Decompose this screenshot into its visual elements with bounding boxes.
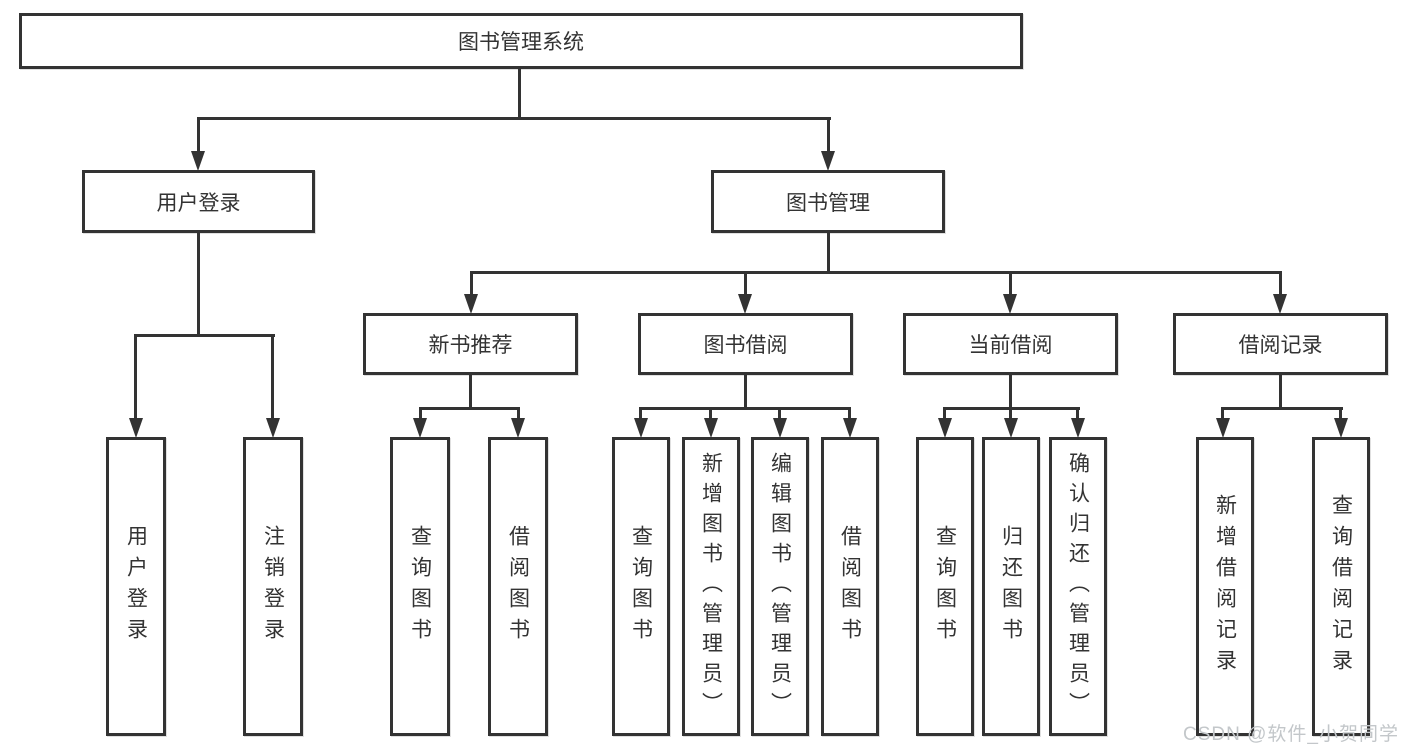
leaf-query-borrow-record: 查询借阅记录: [1312, 437, 1370, 736]
connector-line: [518, 69, 521, 118]
leaf-query-books-current: 查询图书: [916, 437, 974, 736]
arrow-down-icon: [704, 418, 718, 438]
node-root: 图书管理系统: [19, 13, 1023, 69]
leaf-confirm-return-admin: 确认归还（管理员）: [1049, 437, 1107, 736]
node-current-borrowing-label: 当前借阅: [968, 334, 1053, 357]
connector-line: [197, 233, 200, 337]
connector-line: [419, 407, 422, 420]
node-book-borrowing-label: 图书借阅: [703, 334, 788, 357]
arrow-down-icon: [464, 294, 478, 314]
connector-line: [470, 271, 1282, 274]
connector-line: [1076, 407, 1079, 420]
connector-line: [1222, 407, 1343, 410]
arrow-down-icon: [738, 294, 752, 314]
connector-line: [778, 407, 781, 420]
leaf-add-borrow-record: 新增借阅记录: [1196, 437, 1254, 736]
arrow-down-icon: [843, 418, 857, 438]
connector-line: [517, 407, 520, 420]
leaf-borrow-books-recommend: 借阅图书: [488, 437, 548, 736]
leaf-query-books-current-label: 查询图书: [933, 524, 957, 649]
leaf-query-books-borrowing: 查询图书: [612, 437, 670, 736]
connector-line: [134, 334, 275, 337]
connector-line: [827, 117, 830, 153]
leaf-logout-login: 注销登录: [243, 437, 303, 736]
node-user-login-label: 用户登录: [156, 191, 241, 215]
connector-line: [744, 271, 747, 297]
leaf-user-login-label: 用户登录: [124, 524, 148, 649]
leaf-confirm-return-admin-label: 确认归还（管理员）: [1066, 451, 1090, 722]
connector-line: [469, 374, 472, 410]
leaf-add-book-admin: 新增图书（管理员）: [682, 437, 740, 736]
connector-line: [639, 407, 642, 420]
connector-line: [827, 232, 830, 274]
leaf-borrow-books-borrowing: 借阅图书: [821, 437, 879, 736]
leaf-user-login: 用户登录: [106, 437, 166, 736]
connector-line: [848, 407, 851, 420]
leaf-query-books-borrowing-label: 查询图书: [629, 524, 653, 649]
arrow-down-icon: [1004, 418, 1018, 438]
leaf-query-books-recommend: 查询图书: [390, 437, 450, 736]
arrow-down-icon: [634, 418, 648, 438]
node-book-management: 图书管理: [711, 170, 945, 233]
connector-line: [419, 407, 520, 410]
connector-line: [640, 407, 851, 410]
connector-line: [1009, 407, 1012, 420]
connector-line: [1009, 374, 1012, 410]
node-new-book-recommendation-label: 新书推荐: [428, 334, 513, 357]
node-borrowing-records-label: 借阅记录: [1238, 334, 1323, 357]
leaf-query-books-recommend-label: 查询图书: [408, 524, 432, 649]
connector-line: [197, 117, 831, 120]
arrow-down-icon: [938, 418, 952, 438]
connector-line: [134, 334, 137, 420]
arrow-down-icon: [1273, 294, 1287, 314]
connector-line: [744, 374, 747, 410]
arrow-down-icon: [1216, 418, 1230, 438]
arrow-down-icon: [1334, 418, 1348, 438]
leaf-add-book-admin-label: 新增图书（管理员）: [699, 451, 723, 722]
leaf-logout-login-label: 注销登录: [261, 524, 285, 649]
node-book-borrowing: 图书借阅: [638, 313, 853, 375]
connector-line: [943, 407, 946, 420]
arrow-down-icon: [191, 151, 205, 171]
arrow-down-icon: [1003, 294, 1017, 314]
connector-line: [271, 334, 274, 420]
connector-line: [470, 271, 473, 297]
connector-line: [709, 407, 712, 420]
leaf-edit-book-admin-label: 编辑图书（管理员）: [768, 451, 792, 722]
csdn-watermark: CSDN @软件_小贺同学: [1183, 724, 1399, 745]
connector-line: [197, 117, 200, 153]
connector-line: [1221, 407, 1224, 420]
leaf-query-borrow-record-label: 查询借阅记录: [1329, 493, 1353, 680]
leaf-return-books: 归还图书: [982, 437, 1040, 736]
connector-line: [1279, 271, 1282, 297]
node-borrowing-records: 借阅记录: [1173, 313, 1388, 375]
node-current-borrowing: 当前借阅: [903, 313, 1118, 375]
leaf-edit-book-admin: 编辑图书（管理员）: [751, 437, 809, 736]
leaf-add-borrow-record-label: 新增借阅记录: [1213, 493, 1237, 680]
leaf-return-books-label: 归还图书: [999, 524, 1023, 649]
node-root-label: 图书管理系统: [458, 31, 584, 54]
arrow-down-icon: [1071, 418, 1085, 438]
arrow-down-icon: [773, 418, 787, 438]
connector-line: [944, 407, 1080, 410]
node-book-management-label: 图书管理: [786, 191, 870, 215]
leaf-borrow-books-borrowing-label: 借阅图书: [838, 524, 862, 649]
node-user-login: 用户登录: [82, 170, 315, 233]
arrow-down-icon: [129, 418, 143, 438]
arrow-down-icon: [511, 418, 525, 438]
connector-line: [1009, 271, 1012, 297]
arrow-down-icon: [821, 151, 835, 171]
connector-line: [1279, 374, 1282, 410]
leaf-borrow-books-recommend-label: 借阅图书: [506, 524, 530, 649]
node-new-book-recommendation: 新书推荐: [363, 313, 578, 375]
arrow-down-icon: [266, 418, 280, 438]
arrow-down-icon: [413, 418, 427, 438]
connector-line: [1339, 407, 1342, 420]
